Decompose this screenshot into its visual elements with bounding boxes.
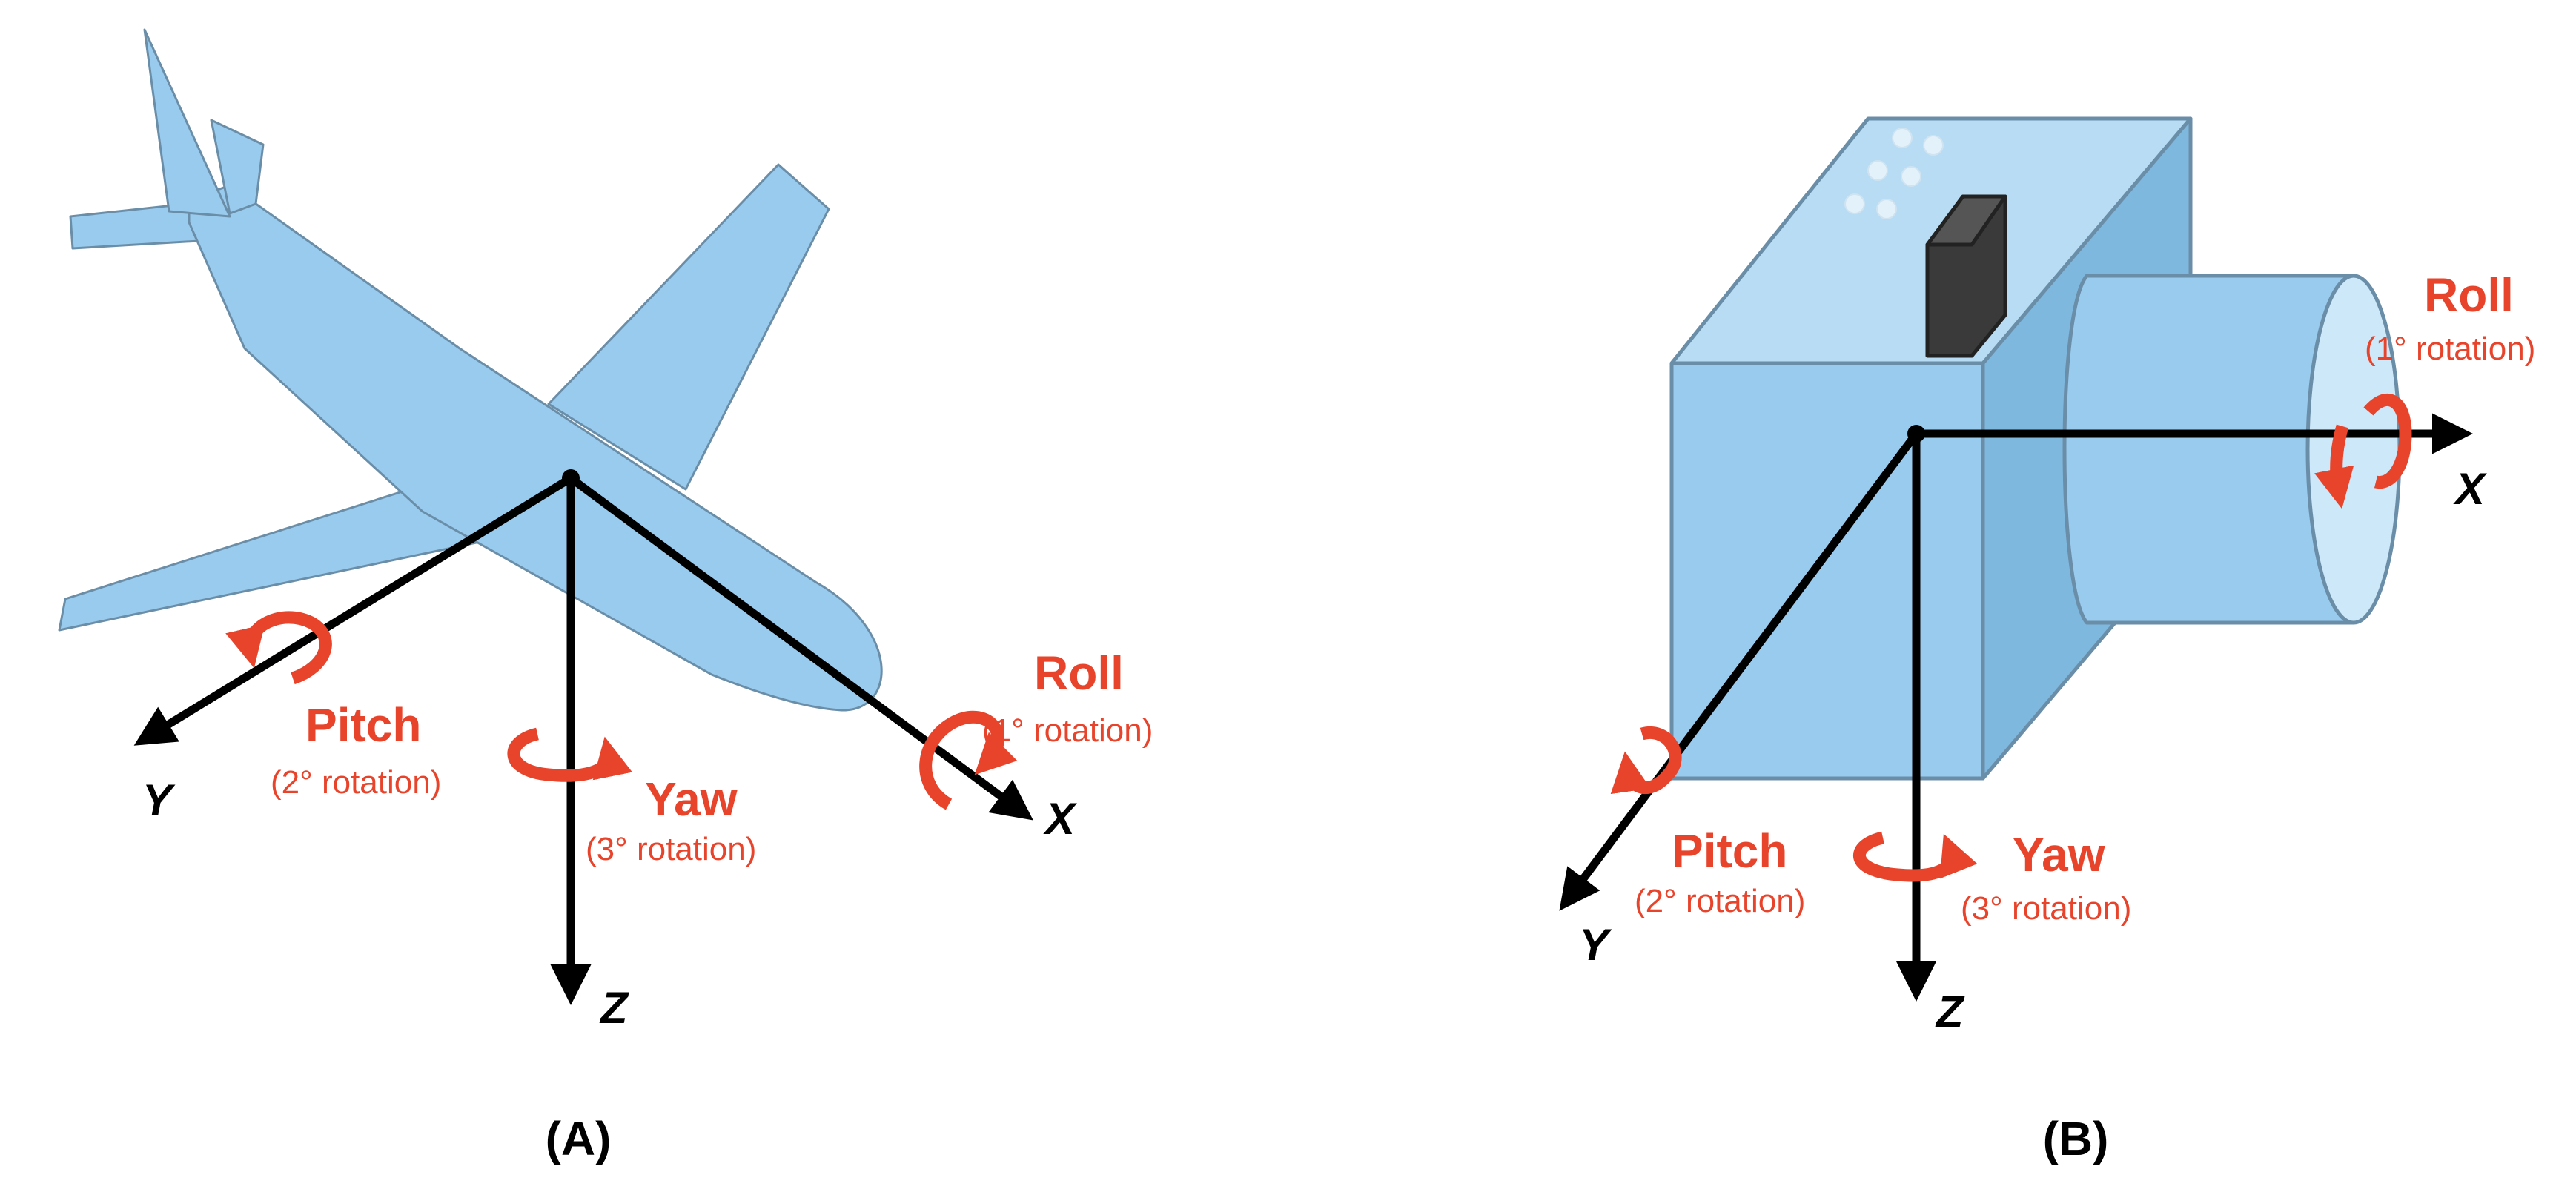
airplane-x-label: X [1043,794,1078,844]
camera-pitch-label: Pitch [1672,824,1787,878]
camera-front-face [1669,361,1985,781]
camera-axes [1559,413,2473,1002]
camera-y-label: Y [1579,920,1612,970]
airplane-yaw-order: (3° rotation) [586,831,756,867]
airplane-origin [562,469,580,487]
camera-pitch-order: (2° rotation) [1635,883,1805,919]
camera-yaw-label: Yaw [2013,828,2105,881]
airplane-y-axis [133,474,573,746]
camera-roll-arrow-tail [2314,424,2354,509]
camera-z-label: Z [1935,987,1965,1036]
airplane-upper-wing [547,163,830,491]
camera-rotation-arrows [1610,393,2412,882]
panel-b-label: (B) [2043,1112,2109,1165]
airplane-y-label: Y [142,775,176,825]
camera-roll-arrow [2363,393,2412,489]
camera-yaw-order: (3° rotation) [1961,890,2131,927]
camera-mic-hole [1923,135,1944,156]
airplane-roll-label: Roll [1034,646,1124,700]
panel-a: Roll (1° rotation) Pitch (2° rotation) Y… [58,28,1153,1165]
airplane-pitch-arrow [225,611,332,685]
camera-lens-face [2305,274,2402,625]
camera-lens [2062,274,2356,625]
airplane-rotation-arrows [225,611,1018,810]
camera-icon [1669,116,2402,781]
airplane-fin-2 [210,119,265,215]
airplane-pitch-order: (2° rotation) [271,764,441,801]
camera-mic-hole [1867,160,1888,181]
camera-mic-hole [1892,128,1913,148]
airplane-icon [58,28,883,712]
camera-mic-holes [1844,128,1944,219]
airplane-x-axis [568,474,1033,821]
camera-yaw-arrow [1853,831,1978,882]
camera-y-axis [1559,431,1920,911]
camera-mic-hole [1844,193,1865,214]
airplane-roll-order: (1° rotation) [982,712,1153,749]
airplane-z-label: Z [599,983,629,1033]
airplane-roll-arrow [919,710,1018,810]
airplane-axes [133,474,1033,1005]
airplane-pitch-label: Pitch [305,698,421,752]
airplane-fin [143,28,231,218]
camera-pitch-arrow [1610,726,1682,795]
airplane-yaw-label: Yaw [645,772,738,826]
camera-roll-order: (1° rotation) [2365,331,2535,367]
camera-roll-label: Roll [2424,268,2514,322]
camera-mic-hole [1901,166,1921,187]
panel-a-label: (A) [546,1112,612,1165]
camera-viewfinder-top [1925,194,2007,247]
camera-mic-hole [1876,199,1897,219]
airplane-yaw-arrow [507,727,633,782]
camera-x-label: X [2453,464,2488,514]
panel-b: Roll (1° rotation) Pitch (2° rotation) Y… [1559,116,2535,1165]
camera-origin [1907,425,1925,443]
